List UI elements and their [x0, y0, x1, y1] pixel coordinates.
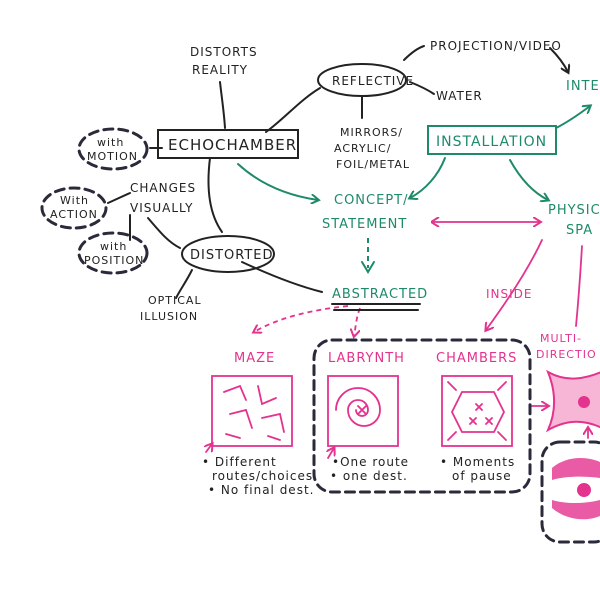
chambers-frame	[441, 375, 513, 447]
card-notes: • Different routes/choices • No final de…	[202, 455, 515, 497]
petal-shape-bottom	[552, 500, 600, 520]
projection-video-label: PROJECTION/VIDEO	[430, 39, 562, 53]
with-motion-line-1: with	[97, 136, 124, 149]
chambers-note-1: • Moments	[440, 455, 515, 469]
multi-directional-frame	[540, 440, 600, 544]
distorted-label: DISTORTED	[190, 248, 274, 263]
green-labels: INTER INSTALLATION CONCEPT/ STATEMENT PH…	[322, 79, 600, 302]
with-action-line-1: With	[60, 194, 89, 207]
maze-note-1: • Different	[202, 455, 277, 469]
with-motion-bubble	[77, 127, 149, 171]
physical-space-line-1: PHYSIC	[548, 203, 600, 218]
black-connectors	[107, 81, 435, 299]
maze-frame	[211, 375, 293, 447]
mirrors-line-3: FOIL/METAL	[336, 158, 410, 171]
maze-arrow	[206, 444, 212, 453]
optical-illusion-line-1: OPTICAL	[148, 294, 202, 307]
changes-visually-line-1: CHANGES	[130, 181, 196, 195]
concept-line-1: CONCEPT/	[334, 193, 409, 208]
optical-illusion-line-2: ILLUSION	[140, 310, 198, 323]
reflective-bubble	[317, 63, 407, 97]
multi-line-1: MULTI-	[540, 332, 582, 345]
labyrinth-frame	[327, 375, 399, 447]
maze-drawing	[223, 384, 285, 441]
with-position-line-2: POSITION	[84, 254, 144, 267]
chambers-marks	[447, 381, 507, 441]
petal-center-dot	[577, 483, 591, 497]
with-position-line-1: with	[100, 240, 127, 253]
water-label: WATER	[436, 89, 483, 103]
chambers-card	[441, 375, 513, 447]
star-chamber-shape	[545, 369, 600, 433]
labyrinth-center-x	[357, 405, 367, 415]
multi-directional-sketch	[545, 369, 600, 520]
physical-space-line-2: SPA	[566, 223, 593, 238]
pink-labels: INSIDE MULTI- DIRECTIO MAZE LABRYNTH CHA…	[234, 287, 597, 366]
installation-label: INSTALLATION	[436, 134, 547, 150]
labyrinth-chambers-frame	[312, 338, 532, 494]
dashed-frames	[40, 127, 600, 544]
green-connectors	[237, 106, 590, 274]
with-position-bubble	[77, 231, 149, 275]
chambers-note-2: of pause	[452, 469, 512, 483]
interactive-label: INTER	[566, 79, 600, 94]
chambers-hexagon	[450, 391, 506, 433]
black-labels: DISTORTS REALITY REFLECTIVE PROJECTION/V…	[50, 39, 562, 323]
maze-note-3: • No final dest.	[208, 483, 314, 497]
echochamber-box	[157, 129, 299, 159]
echochamber-label: ECHOCHAMBER	[168, 136, 297, 154]
projection-link	[403, 45, 425, 61]
distorted-bubble	[181, 235, 275, 273]
labyrinth-title: LABRYNTH	[328, 351, 405, 366]
labyrinth-note-2: • one dest.	[330, 469, 408, 483]
labyrinth-card	[327, 375, 399, 459]
distorts-reality-line-2: REALITY	[192, 63, 248, 77]
mirrors-line-2: ACRYLIC/	[334, 142, 391, 155]
with-action-bubble	[40, 186, 108, 230]
chambers-title: CHAMBERS	[436, 351, 517, 366]
labyrinth-spiral	[335, 387, 381, 427]
multi-line-2: DIRECTIO	[536, 348, 597, 361]
with-action-line-2: ACTION	[50, 208, 98, 221]
concept-line-2: STATEMENT	[322, 217, 407, 232]
maze-note-2: routes/choices	[212, 469, 313, 483]
labyrinth-note-1: •One route	[332, 455, 409, 469]
pink-connectors	[254, 222, 588, 439]
with-motion-line-2: MOTION	[87, 150, 138, 163]
installation-box	[427, 125, 557, 155]
star-chamber-dot	[578, 396, 590, 408]
abstracted-underline	[331, 303, 421, 311]
maze-title: MAZE	[234, 351, 275, 366]
labyrinth-arrow	[328, 448, 334, 459]
mirrors-line-1: MIRRORS/	[340, 126, 403, 139]
reflective-label: REFLECTIVE	[332, 74, 414, 88]
inside-label: INSIDE	[486, 287, 533, 301]
distorts-reality-line-1: DISTORTS	[190, 45, 258, 59]
abstracted-label: ABSTRACTED	[332, 287, 428, 302]
petal-shape-top	[552, 458, 600, 480]
maze-card	[206, 375, 293, 453]
changes-visually-line-2: VISUALLY	[130, 201, 193, 215]
projection-arrow	[549, 47, 568, 72]
